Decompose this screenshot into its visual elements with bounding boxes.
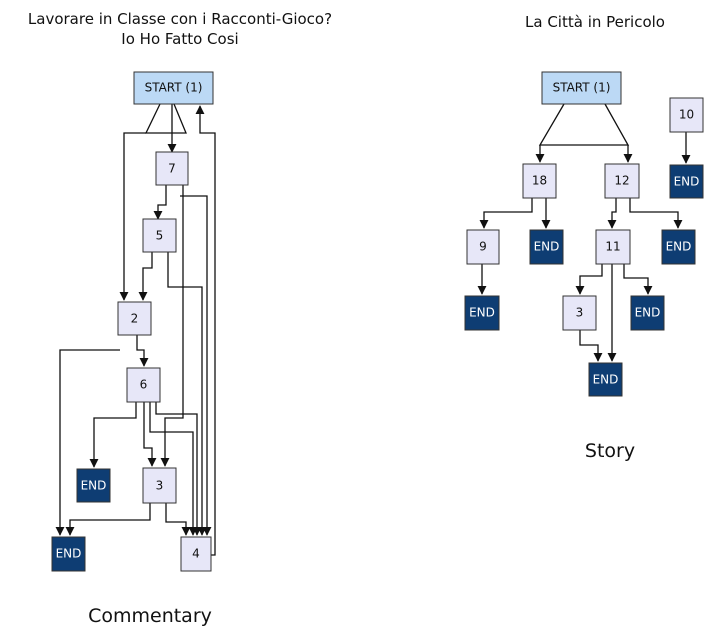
edge-story-3-to-end: [579, 330, 603, 362]
edge-story-11-to-end-right: [623, 264, 653, 295]
edge-start-funnel: [144, 103, 187, 134]
edge-7-to-4: [180, 195, 212, 536]
commentary-node-5: 5: [142, 218, 177, 253]
node-label: 6: [140, 378, 148, 392]
commentary-node-2: 2: [117, 301, 152, 336]
commentary-edges: [55, 103, 216, 556]
commentary-node-4: 4: [180, 536, 212, 572]
node-label: 2: [131, 312, 139, 326]
edge-2-to-end: [55, 349, 120, 536]
story-edges: [477, 103, 691, 362]
edge-6-to-4a: [149, 402, 198, 536]
node-label: START (1): [553, 81, 611, 95]
node-label: END: [593, 373, 619, 387]
node-label: 11: [605, 240, 620, 254]
commentary-end-node-bottom: END: [51, 536, 86, 572]
edge-story-12-to-end: [629, 198, 683, 229]
node-label: START (1): [145, 81, 203, 95]
node-label: END: [81, 479, 107, 493]
edge-story-18-to-9: [479, 198, 533, 229]
commentary-start-node: START (1): [133, 71, 214, 105]
edge-story-start-funnel: [538, 103, 630, 146]
node-label: END: [534, 240, 560, 254]
node-label: 9: [479, 240, 487, 254]
story-end-node-11: END: [630, 295, 665, 331]
edge-story-11-to-3: [575, 264, 603, 295]
commentary-diagram-title: Lavorare in Classe con i Racconti-Gioco?…: [27, 10, 333, 48]
edge-5-to-4: [167, 252, 207, 536]
node-label: END: [635, 306, 661, 320]
node-label: END: [674, 175, 700, 189]
edge-2-to-6: [136, 335, 149, 367]
node-label: END: [469, 306, 495, 320]
node-label: 4: [192, 547, 200, 561]
edge-5-to-2: [138, 252, 153, 301]
node-label: 5: [156, 229, 164, 243]
node-label: END: [56, 547, 82, 561]
edge-6-to-4b: [155, 402, 202, 536]
story-node-11: 11: [595, 229, 631, 265]
node-label: 7: [168, 162, 176, 176]
edge-6-to-end: [89, 402, 137, 468]
node-label: 12: [614, 174, 629, 188]
edge-6-to-3: [143, 402, 157, 467]
story-end-node-10: END: [669, 164, 704, 199]
edge-start-to-2: [119, 132, 146, 301]
story-caption: Story: [584, 440, 636, 462]
story-node-3: 3: [562, 295, 597, 331]
node-label: 18: [532, 174, 547, 188]
edge-7-to-3: [160, 185, 184, 467]
edge-4-to-start: [195, 105, 216, 556]
edge-3-to-end: [65, 503, 151, 536]
edge-story-12-to-11: [607, 198, 617, 229]
story-start-node: START (1): [541, 71, 622, 105]
story-end-node-9: END: [464, 295, 500, 331]
story-end-node-12: END: [661, 229, 696, 265]
story-diagram-title: La Città in Pericolo: [525, 13, 665, 31]
story-node-9: 9: [466, 229, 500, 265]
node-label: END: [666, 240, 692, 254]
commentary-node-7: 7: [155, 151, 189, 186]
story-end-node-18: END: [529, 229, 564, 265]
node-label: 10: [679, 108, 694, 122]
story-node-18: 18: [522, 163, 557, 199]
commentary-node-3: 3: [142, 467, 177, 504]
commentary-end-node-middle: END: [76, 468, 111, 503]
commentary-caption: Commentary: [88, 605, 212, 627]
story-end-node-bottom: END: [588, 362, 623, 397]
node-label: 3: [576, 306, 584, 320]
edge-7-to-5: [153, 185, 167, 220]
story-node-10: 10: [669, 97, 704, 133]
story-node-12: 12: [604, 163, 640, 199]
node-label: 3: [156, 479, 164, 493]
edge-3-to-4: [165, 503, 191, 536]
commentary-node-6: 6: [126, 367, 161, 403]
